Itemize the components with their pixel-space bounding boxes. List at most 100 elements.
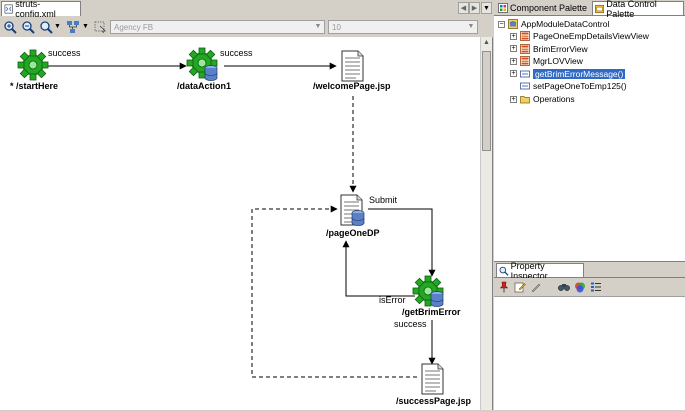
edge-label-success: success [48,48,81,58]
tree-item-label: setPageOneToEmp125() [533,81,627,92]
zoom-out-icon[interactable] [21,20,35,34]
tree-item[interactable]: + BrimErrorView [510,43,588,55]
zoom-in-icon[interactable] [3,20,17,34]
chevron-down-icon: ▼ [314,23,322,30]
font-size-value: 10 [332,23,341,32]
node-page-one-dp[interactable]: /pageOneDP [326,194,380,238]
scroll-up-button[interactable]: ▲ [483,39,490,46]
inspector-tab-bar: Property Inspector [494,261,685,281]
tab-label: struts-config.xml [15,0,56,19]
expand-icon[interactable]: + [510,57,517,65]
node-start-here[interactable]: * /startHere [10,49,58,91]
property-inspector-icon [499,266,509,276]
tab-struts-config[interactable]: struts-config.xml [1,0,81,19]
chevron-down-icon: ▼ [467,23,475,30]
font-family-value: Agency FB [114,23,154,32]
edge-success-to-pageone[interactable] [251,205,417,378]
node-label: /welcomePage.jsp [313,81,391,91]
zoom-fit-icon[interactable] [39,20,53,34]
data-control-icon [508,19,518,29]
data-control-palette-panel: Component Palette Data Control Palette −… [494,0,685,261]
node-label: /dataAction1 [177,81,231,91]
database-icon [204,65,218,81]
tab-component-palette[interactable]: Component Palette [496,1,590,15]
node-get-brim-error[interactable]: /getBrimError [402,275,461,317]
select-icon[interactable] [93,20,107,34]
edge-label-success: success [394,319,427,329]
node-data-action1[interactable]: /dataAction1 [177,47,231,91]
diagram-toolbar: ▼ ▼ Agency FB ▼ 10 ▼ [0,17,493,38]
collapse-icon[interactable]: − [498,20,505,28]
data-control-icon [595,4,605,13]
editor-tab-bar: struts-config.xml ◀ ▶ ▼ [0,0,493,19]
expand-icon[interactable]: + [510,70,517,78]
node-welcome-page[interactable]: /welcomePage.jsp [313,50,391,91]
edit-properties-icon[interactable] [514,281,526,293]
scroll-tabs-left-button[interactable]: ◀ [458,2,469,14]
node-label: /pageOneDP [326,228,380,238]
vertical-scrollbar[interactable]: ▲ [480,37,492,410]
scrollbar-thumb[interactable] [482,51,491,151]
node-label: /getBrimError [402,307,461,317]
palette-icon [498,3,508,13]
view-object-icon [520,43,530,54]
tab-label: Property Inspector [510,260,548,281]
tree-item-label: MgrLOVView [533,56,583,67]
pin-icon[interactable] [498,281,510,293]
tab-property-inspector[interactable]: Property Inspector [496,261,584,281]
tree-item[interactable]: + getBrimErrorMessage() [510,68,626,80]
tree-item[interactable]: + MgrLOVView [510,55,583,67]
page-icon [341,50,364,82]
edge-brim-to-pageone[interactable] [342,240,415,297]
color-filter-icon[interactable] [574,281,586,293]
expand-icon[interactable]: + [510,95,517,103]
expand-icon[interactable]: + [510,45,517,53]
tree-item-label: Operations [533,94,575,104]
tab-data-control-palette[interactable]: Data Control Palette [592,0,684,19]
edge-pageone-to-brim[interactable] [368,208,436,277]
edge-label-success: success [220,48,253,58]
tab-label: Data Control Palette [606,0,657,19]
folder-icon [520,96,530,104]
tree-item[interactable]: + Operations [510,93,575,105]
struts-diagram: success success Submit isError success *… [10,47,472,406]
expand-icon[interactable]: + [510,32,517,40]
find-icon[interactable] [558,281,570,293]
categorize-icon[interactable] [590,281,602,293]
view-object-icon [520,31,530,41]
node-label: /successPage.jsp [396,396,472,406]
tree-item-label: PageOneEmpDetailsViewView [533,31,649,41]
edge-label-submit: Submit [369,195,398,205]
database-icon [351,210,365,226]
tree-item[interactable]: + PageOneEmpDetailsViewView [510,30,649,42]
tab-list-button[interactable]: ▼ [481,2,492,14]
action-gear-icon [17,49,49,81]
tree-root-node[interactable]: − AppModuleDataControl [498,18,609,30]
xml-file-icon [4,4,13,14]
node-success-page[interactable]: /successPage.jsp [396,363,472,406]
layout-icon[interactable] [66,20,80,34]
font-size-combo[interactable]: 10 ▼ [328,20,478,34]
tree-item-label: getBrimErrorMessage() [533,68,626,79]
view-object-icon [520,56,530,67]
database-icon [430,291,444,307]
node-label: * /startHere [10,81,58,91]
page-icon [421,363,444,395]
tab-label: Component Palette [510,3,588,13]
pencil-icon[interactable] [530,281,542,293]
layout-dropdown-arrow[interactable]: ▼ [82,23,89,30]
scroll-tabs-right-button[interactable]: ▶ [469,2,480,14]
edge-label-iserror: isError [379,295,406,305]
property-inspector-panel: Property Inspector [494,261,685,410]
inspector-toolbar [494,278,685,297]
struts-config-editor: struts-config.xml ◀ ▶ ▼ ▼ ▼ [0,0,493,410]
tree-item-label: BrimErrorView [533,43,588,54]
palette-tab-bar: Component Palette Data Control Palette [494,0,685,19]
diagram-canvas[interactable]: success success Submit isError success *… [0,37,480,410]
zoom-dropdown-arrow[interactable]: ▼ [54,23,61,30]
font-family-combo[interactable]: Agency FB ▼ [110,20,325,34]
tree-item[interactable]: setPageOneToEmp125() [510,80,627,92]
method-icon [520,70,530,78]
method-icon [520,82,530,90]
tree-root-label: AppModuleDataControl [521,19,610,29]
